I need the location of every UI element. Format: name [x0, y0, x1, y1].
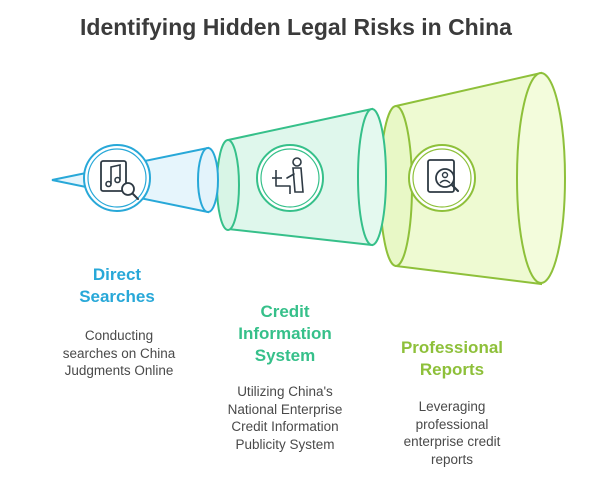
- stage-3-label-line: Reports: [419, 360, 485, 379]
- stage-1-label: Direct Searches: [62, 264, 172, 308]
- stage-3-label: Professional Reports: [382, 337, 522, 381]
- stage-1-label-line: Direct: [92, 265, 142, 284]
- stage-3-desc-line: reports: [430, 451, 474, 467]
- report-magnifier-icon: [408, 144, 476, 212]
- stage-3-desc-line: enterprise credit: [403, 434, 501, 449]
- stage-2-description: Utilizing China's National Enterprise Cr…: [210, 383, 360, 453]
- stage-1-desc-line: Judgments Online: [64, 363, 174, 378]
- stage-2-desc-line: Credit Information: [231, 419, 339, 434]
- stage-2-label: Credit Information System: [220, 301, 350, 367]
- stage-3-description: Leveraging professional enterprise credi…: [385, 398, 519, 468]
- stage-2-label-line: System: [254, 346, 316, 365]
- stage-2-label-line: Credit: [260, 302, 310, 321]
- stage-1-desc-line: Conducting: [84, 328, 154, 343]
- diagram-title: Identifying Hidden Legal Risks in China: [80, 14, 512, 40]
- stage-2-desc-line: National Enterprise: [227, 401, 343, 417]
- stage-3-desc-line: Leveraging: [418, 399, 486, 414]
- stage-1-description: Conducting searches on China Judgments O…: [50, 327, 188, 380]
- stage-2-desc-line: Utilizing China's: [237, 384, 333, 399]
- stage-3-label-line: Professional: [400, 338, 504, 357]
- person-at-desk-icon: [256, 144, 324, 212]
- stage-3-desc-line: professional: [415, 416, 489, 432]
- stage-1-desc-line: searches on China: [62, 345, 176, 361]
- music-note-search-icon: [83, 144, 151, 212]
- stage-2-label-line: Information: [238, 324, 332, 343]
- stage-2-desc-line: Publicity System: [235, 436, 335, 452]
- stage-1-label-line: Searches: [79, 287, 155, 306]
